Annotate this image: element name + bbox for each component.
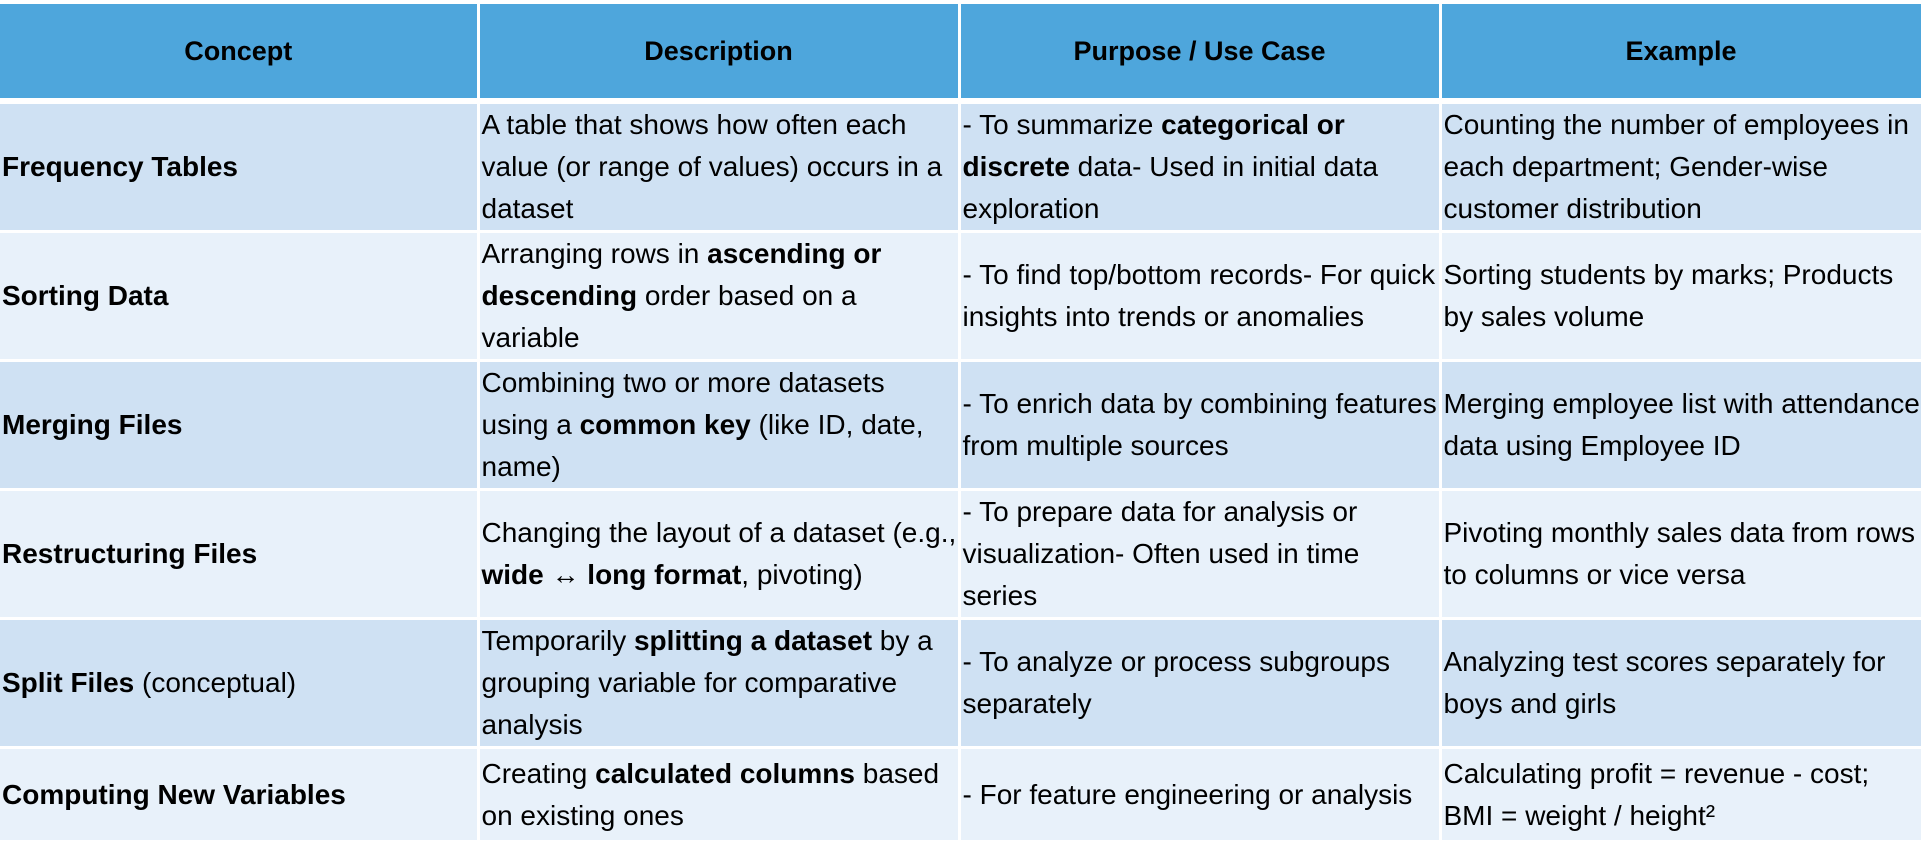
description-text: Changing the layout of a dataset (e.g., <box>481 517 957 548</box>
description-text: Temporarily <box>481 625 634 656</box>
purpose-text: - To find top/bottom records- For quick … <box>962 259 1436 332</box>
concept-name: Split Files <box>2 667 135 698</box>
description-emphasis: wide ↔ long format <box>481 559 742 590</box>
header-description: Description <box>478 0 961 104</box>
concept-cell: Frequency Tables <box>0 101 480 233</box>
example-cell: Merging employee list with attendance da… <box>1440 360 1922 491</box>
concept-name: Merging Files <box>2 409 183 440</box>
concept-cell: Computing New Variables <box>0 747 480 843</box>
table-row: Restructuring Files Changing the layout … <box>0 489 1922 620</box>
description-cell: Combining two or more datasets using a c… <box>478 360 961 491</box>
description-text: A table that shows how often each value … <box>481 109 943 224</box>
table-row: Merging Files Combining two or more data… <box>0 360 1922 491</box>
header-example: Example <box>1440 0 1922 104</box>
purpose-text: - To enrich data by combining features f… <box>962 388 1437 461</box>
table-row: Frequency Tables A table that shows how … <box>0 101 1922 233</box>
description-text: Combining two or more datasets using a <box>481 367 885 440</box>
concept-name: Computing New Variables <box>2 778 346 810</box>
header-row: Concept Description Purpose / Use Case E… <box>0 0 1922 104</box>
description-text: by a grouping variable for comparative a… <box>481 625 933 740</box>
header-concept: Concept <box>0 0 480 104</box>
example-cell: Analyzing test scores separately for boy… <box>1440 618 1922 749</box>
description-cell: A table that shows how often each value … <box>478 101 961 233</box>
description-cell: Changing the layout of a dataset (e.g., … <box>478 489 961 620</box>
purpose-emphasis: categorical or discrete <box>962 109 1345 182</box>
purpose-cell: - To analyze or process subgroups separa… <box>959 618 1442 749</box>
header-purpose: Purpose / Use Case <box>959 0 1442 104</box>
description-text: , pivoting) <box>741 559 863 590</box>
purpose-text: data- Used in initial data exploration <box>962 151 1379 224</box>
table-row: Sorting Data Arranging rows in ascending… <box>0 231 1922 362</box>
purpose-cell: - To summarize categorical or discrete d… <box>959 101 1442 233</box>
purpose-cell: - For feature engineering or analysis <box>959 747 1442 843</box>
description-text: (like ID, date, name) <box>481 409 924 482</box>
purpose-text: - To summarize <box>962 109 1162 140</box>
table-row: Computing New Variables Creating calcula… <box>0 747 1922 843</box>
description-cell: Creating calculated columns based on exi… <box>478 747 961 843</box>
purpose-cell: - To find top/bottom records- For quick … <box>959 231 1442 362</box>
purpose-cell: - To prepare data for analysis or visual… <box>959 489 1442 620</box>
description-cell: Arranging rows in ascending or descendin… <box>478 231 961 362</box>
concept-suffix: (conceptual) <box>134 667 297 698</box>
example-cell: Sorting students by marks; Products by s… <box>1440 231 1922 362</box>
example-cell: Calculating profit = revenue - cost; BMI… <box>1440 747 1922 843</box>
description-text: based on existing ones <box>481 757 940 831</box>
table-row: Split Files (conceptual) Temporarily spl… <box>0 618 1922 749</box>
example-cell: Pivoting monthly sales data from rows to… <box>1440 489 1922 620</box>
description-text: order based on a variable <box>481 280 857 353</box>
concept-name: Frequency Tables <box>2 151 239 182</box>
description-emphasis: splitting a dataset <box>633 625 873 656</box>
description-emphasis: ascending or descending <box>481 238 882 311</box>
description-text: Arranging rows in <box>481 238 708 269</box>
description-emphasis: calculated columns <box>595 757 855 789</box>
purpose-text: - To prepare data for analysis or visual… <box>962 496 1360 611</box>
description-cell: Temporarily splitting a dataset by a gro… <box>478 618 961 749</box>
purpose-text: - To analyze or process subgroups separa… <box>962 646 1391 719</box>
concept-cell: Merging Files <box>0 360 480 491</box>
concept-cell: Restructuring Files <box>0 489 480 620</box>
concept-cell: Sorting Data <box>0 231 480 362</box>
purpose-cell: - To enrich data by combining features f… <box>959 360 1442 491</box>
concept-cell: Split Files (conceptual) <box>0 618 480 749</box>
description-text: Creating <box>481 757 596 789</box>
concept-name: Restructuring Files <box>2 538 258 569</box>
purpose-text: - For feature engineering or analysis <box>962 778 1413 810</box>
example-cell: Counting the number of employees in each… <box>1440 101 1922 233</box>
concept-name: Sorting Data <box>2 280 169 311</box>
description-emphasis: common key <box>579 409 751 440</box>
